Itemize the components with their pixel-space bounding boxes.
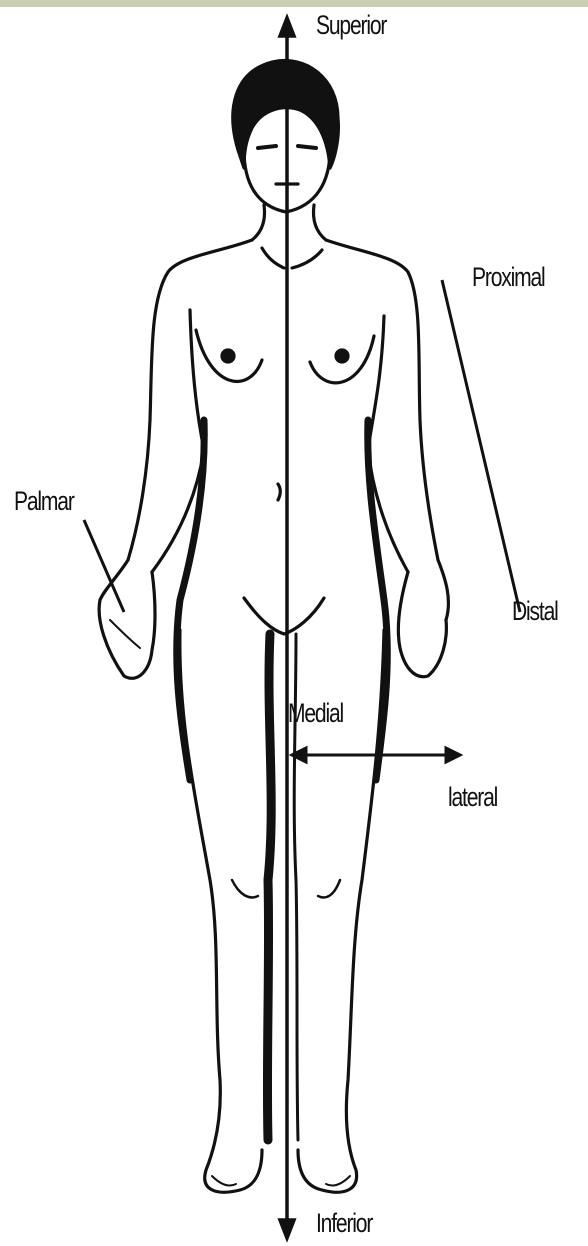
label-superior: Superior	[316, 12, 386, 39]
right-nipple	[336, 350, 348, 362]
neck-left	[252, 205, 265, 240]
inner-legs-shading	[267, 634, 271, 1140]
right-hand	[398, 572, 446, 677]
proximal-distal-line	[442, 280, 520, 612]
right-eye	[298, 146, 316, 148]
left-shoulder-arm-outer	[100, 240, 252, 600]
left-leg-outer	[180, 630, 262, 1192]
label-inferior: Inferior	[316, 1210, 372, 1237]
left-nipple	[222, 350, 234, 362]
label-lateral: lateral	[448, 784, 497, 811]
label-medial: Medial	[288, 700, 343, 727]
label-proximal: Proximal	[472, 264, 545, 291]
navel	[278, 484, 280, 500]
palmar-pointer	[84, 520, 124, 612]
pelvis-line	[244, 598, 324, 634]
neck-right	[314, 205, 327, 240]
left-eye	[258, 146, 276, 148]
inferior-arrowhead	[280, 1220, 294, 1238]
superior-inferior-axis	[280, 18, 294, 1238]
lateral-arrowhead	[446, 748, 460, 762]
right-shoulder-arm-outer	[326, 240, 448, 620]
superior-arrowhead	[280, 18, 294, 36]
left-torso-side	[177, 420, 205, 780]
label-distal: Distal	[512, 598, 558, 625]
label-palmar: Palmar	[14, 488, 74, 515]
